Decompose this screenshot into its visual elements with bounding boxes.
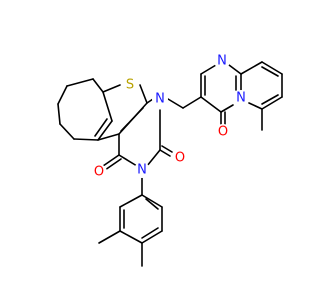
bond	[97, 120, 113, 141]
atom-label-oxygen: O	[175, 151, 185, 166]
bond	[261, 94, 279, 105]
chemical-structure: S N N O O N N O	[57, 53, 283, 267]
bond	[200, 64, 217, 75]
bond	[97, 133, 120, 141]
bond	[145, 198, 159, 210]
bond	[102, 154, 120, 167]
bond	[98, 230, 121, 244]
bond	[141, 230, 163, 244]
bond	[146, 149, 161, 167]
bond	[146, 98, 154, 104]
atom-label-nitrogen: N	[137, 163, 147, 178]
bond	[261, 96, 283, 110]
bond-layer	[57, 61, 283, 267]
bond	[240, 61, 263, 75]
bond	[139, 84, 148, 104]
bond	[248, 102, 263, 110]
atom-label-layer: S N N O O N N O	[91, 53, 249, 180]
atom-label-nitrogen: N	[236, 91, 246, 106]
bond	[66, 78, 94, 87]
bond	[200, 96, 222, 113]
bond	[220, 104, 234, 113]
bond	[159, 149, 171, 157]
bond	[182, 96, 202, 109]
atom-label-sulfur: S	[126, 78, 134, 93]
bond	[104, 158, 122, 171]
atom-label-nitrogen: N	[217, 54, 227, 69]
bond	[141, 227, 159, 239]
bond	[261, 66, 279, 77]
bond	[59, 123, 75, 140]
bond	[94, 118, 108, 137]
atom-label-nitrogen: N	[155, 92, 165, 107]
bond	[92, 78, 104, 93]
atom-label-oxygen: O	[218, 125, 228, 140]
bond	[102, 91, 113, 122]
bond	[261, 61, 283, 75]
bond	[118, 154, 138, 167]
bond	[73, 138, 99, 141]
bond	[141, 194, 163, 208]
bond	[57, 103, 61, 125]
bond	[120, 107, 144, 132]
bond	[119, 230, 143, 244]
bond	[119, 194, 143, 208]
atom-label-oxygen: O	[94, 165, 104, 180]
bond	[57, 85, 68, 105]
bond	[102, 84, 121, 93]
bond	[167, 98, 184, 109]
bond	[228, 64, 242, 75]
bond	[161, 145, 173, 153]
